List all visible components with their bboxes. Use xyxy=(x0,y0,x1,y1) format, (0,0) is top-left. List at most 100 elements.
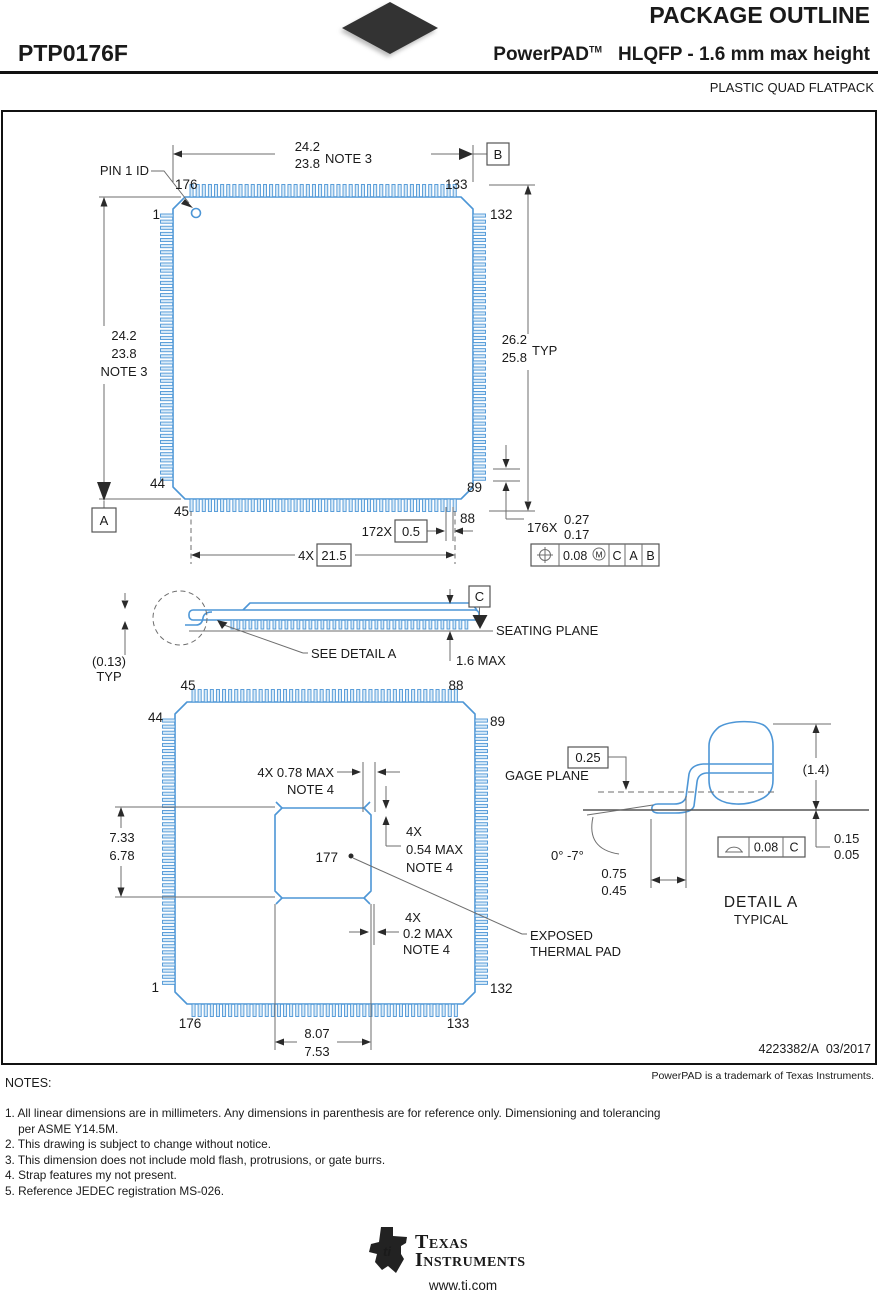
bottom-view-body xyxy=(174,701,476,1005)
note-line: 4. Strap features my not present. xyxy=(5,1168,177,1183)
brand-name: PowerPAD xyxy=(493,44,590,65)
dim-label: 0.27 xyxy=(564,512,589,527)
tolerance-value: 0.08 xyxy=(563,549,587,563)
see-detail-label: SEE DETAIL A xyxy=(311,646,397,661)
top-width-dimension: 24.2 23.8 NOTE 3 B xyxy=(172,139,510,182)
pitch-dimension: 172X 0.5 xyxy=(362,507,473,543)
pin-number: 45 xyxy=(174,504,189,519)
coplanarity-suffix: TYP xyxy=(96,669,121,684)
pin-number: 44 xyxy=(150,476,166,491)
pin-number: 88 xyxy=(460,511,475,526)
lead-width-dimension: 176X 0.27 0.17 xyxy=(493,445,589,542)
pin-number: 176 xyxy=(179,1016,202,1031)
mmc-modifier-label: M xyxy=(595,550,602,560)
pin-number: 45 xyxy=(180,678,195,693)
company-url[interactable]: www.ti.com xyxy=(428,1278,498,1293)
height-label: 1.6 MAX xyxy=(456,653,506,668)
strap-top-dimension: 4X 0.78 MAX NOTE 4 xyxy=(257,762,400,812)
package-subtitle: PowerPADTM HLQFP - 1.6 mm max height xyxy=(493,44,870,66)
package-variant: HLQFP - 1.6 mm max height xyxy=(618,44,870,65)
left-height-dimension: 24.2 23.8 NOTE 3 A xyxy=(91,196,181,533)
dim-suffix: TYP xyxy=(532,343,557,358)
datum-a-box xyxy=(91,507,117,533)
datum-b-label: B xyxy=(494,147,503,162)
exposed-pad-label: EXPOSED xyxy=(530,928,593,943)
doc-number: 4223382/A xyxy=(759,1042,820,1056)
datum-c-label: C xyxy=(475,589,484,604)
dim-label: 0.2 MAX xyxy=(403,926,453,941)
pad-width-dimension: 8.07 7.53 xyxy=(274,904,372,1059)
strap-bottom-dimension: 4X 0.2 MAX NOTE 4 xyxy=(349,904,453,957)
ti-footer: ti Texas Instruments www.ti.com xyxy=(368,1226,578,1293)
dim-label: 21.5 xyxy=(321,548,346,563)
thermal-pad-callout: 177 EXPOSED THERMAL PAD xyxy=(315,850,621,959)
trademark-note: PowerPAD is a trademark of Texas Instrum… xyxy=(651,1070,874,1082)
pin-number: 132 xyxy=(490,981,513,996)
pin-number: 133 xyxy=(447,1016,470,1031)
dim-label: 8.07 xyxy=(304,1026,329,1041)
dim-label: 7.53 xyxy=(304,1044,329,1059)
profile-surface-symbol-icon xyxy=(725,846,743,853)
bottom-view-pin-numbers: 45 88 44 89 1 132 176 133 xyxy=(148,678,513,1031)
notes-heading: NOTES: xyxy=(5,1076,52,1090)
note-line: 5. Reference JEDEC registration MS-026. xyxy=(5,1183,224,1198)
tolerance-value: 0.08 xyxy=(754,841,778,855)
dim-label: 0.45 xyxy=(601,883,626,898)
dim-note: NOTE 4 xyxy=(287,782,334,797)
position-symbol-icon xyxy=(537,547,553,563)
dim-note: NOTE 3 xyxy=(325,151,372,166)
gage-plane-label: GAGE PLANE xyxy=(505,768,589,783)
note-line: per ASME Y14.5M. xyxy=(5,1121,119,1136)
detail-a-subtitle: TYPICAL xyxy=(734,912,788,927)
dim-label: 0.75 xyxy=(601,866,626,881)
dim-label: 24.2 xyxy=(295,139,320,154)
pin1-id-label: PIN 1 ID xyxy=(100,163,149,178)
dim-label: (1.4) xyxy=(803,762,830,777)
dim-note: NOTE 3 xyxy=(101,364,148,379)
top-view-body xyxy=(172,196,474,500)
dim-label: 26.2 xyxy=(502,332,527,347)
seating-plane-datum-icon xyxy=(472,615,488,629)
position-tolerance-frame: 0.08 M C A B xyxy=(530,543,660,567)
page-title: PACKAGE OUTLINE xyxy=(649,2,870,28)
datum-ref: C xyxy=(612,549,621,563)
seating-plane-label: SEATING PLANE xyxy=(496,623,599,638)
pin-number: 1 xyxy=(152,207,160,222)
package-type: PLASTIC QUAD FLATPACK xyxy=(709,80,874,95)
pin-number: 88 xyxy=(448,678,463,693)
side-view-annotations: SEE DETAIL A C SEATING PLANE 1.6 MAX (0.… xyxy=(92,585,599,684)
dim-label: 7.33 xyxy=(109,830,134,845)
pin-number: 44 xyxy=(148,710,164,725)
gage-value: 0.25 xyxy=(575,750,600,765)
mmc-modifier-icon xyxy=(592,547,606,561)
dim-label: 0.15 xyxy=(834,831,859,846)
trademark-symbol: TM xyxy=(589,44,603,55)
doc-date: 03/2017 xyxy=(826,1042,871,1056)
package-outline-drawing: 24.2 23.8 NOTE 3 B PIN 1 ID 176 133 1 13… xyxy=(91,139,871,1059)
datum-ref: C xyxy=(789,841,798,855)
dim-label: 0.17 xyxy=(564,527,589,542)
dim-count: 172X xyxy=(362,524,393,539)
pin1-id-callout: PIN 1 ID xyxy=(100,163,193,208)
pin-number: 133 xyxy=(445,177,468,192)
dim-label: 0.5 xyxy=(402,524,420,539)
top-view-pin-numbers: 176 133 1 132 44 45 89 88 xyxy=(150,177,513,526)
pad-height-dimension: 7.33 6.78 xyxy=(109,806,275,898)
notes-list: 1. All linear dimensions are in millimet… xyxy=(5,1106,661,1200)
strap-corner-dimension: 4X 0.54 MAX NOTE 4 xyxy=(382,786,463,875)
detail-a-zoom-circle xyxy=(152,590,208,646)
dim-count: 4X xyxy=(405,910,421,925)
dim-label: 24.2 xyxy=(111,328,136,343)
company-name: Texas Instruments xyxy=(415,1226,526,1270)
pin-number: 1 xyxy=(151,980,159,995)
dim-note: NOTE 4 xyxy=(406,860,453,875)
part-number: PTP0176F xyxy=(18,40,128,66)
drawing-frame: 24.2 23.8 NOTE 3 B PIN 1 ID 176 133 1 13… xyxy=(1,110,877,1065)
dim-label: 0.05 xyxy=(834,847,859,862)
dim-label: 23.8 xyxy=(295,156,320,171)
span-dimension: 4X 21.5 xyxy=(190,511,456,567)
datum-a-label: A xyxy=(100,513,109,528)
ti-logo-monogram: ti xyxy=(383,1244,391,1259)
pin-number: 89 xyxy=(490,714,505,729)
dim-count: 4X xyxy=(406,824,422,839)
